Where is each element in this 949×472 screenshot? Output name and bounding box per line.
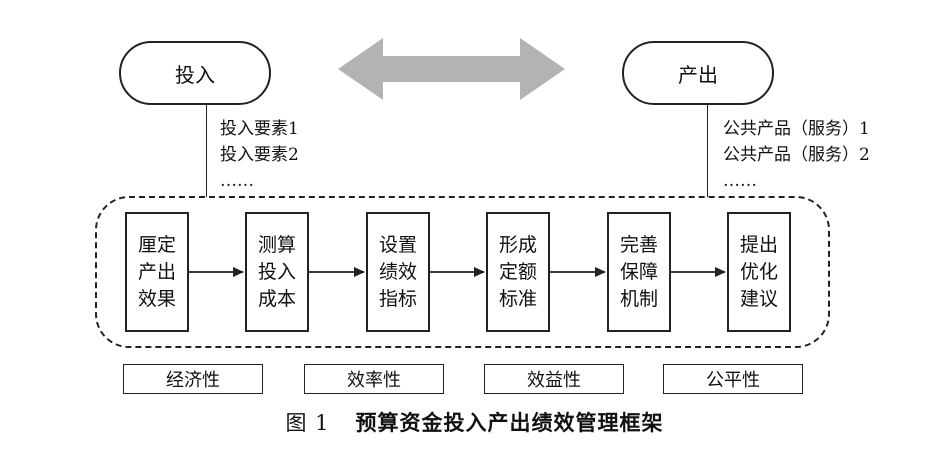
output-node: 产出 — [622, 41, 774, 105]
dimension-tag: 效益性 — [484, 364, 624, 394]
step-box: 设置绩效指标 — [366, 212, 430, 332]
output-connector-line — [707, 104, 708, 197]
input-node: 投入 — [119, 41, 271, 105]
figure-number: 图 1 — [285, 411, 330, 435]
dimension-label: 经济性 — [166, 370, 220, 391]
input-connector-line — [206, 104, 207, 197]
output-items-list: 公共产品（服务）1 公共产品（服务）2 …… — [723, 116, 870, 194]
output-node-label: 产出 — [678, 62, 718, 87]
step-label: 形成定额标准 — [498, 233, 537, 310]
process-container — [95, 196, 830, 348]
double-arrow-icon — [338, 38, 565, 100]
output-item: 公共产品（服务）1 — [723, 119, 870, 139]
step-label: 提出优化建议 — [739, 233, 778, 310]
step-box: 完善保障机制 — [607, 212, 671, 332]
step-box: 提出优化建议 — [727, 212, 791, 332]
dimension-tag: 公平性 — [663, 364, 803, 394]
input-item: …… — [220, 171, 254, 191]
step-box: 形成定额标准 — [486, 212, 550, 332]
dimension-tag: 效率性 — [304, 364, 444, 394]
step-box: 厘定产出效果 — [125, 212, 189, 332]
step-box: 测算投入成本 — [245, 212, 309, 332]
input-items-list: 投入要素1 投入要素2 …… — [220, 116, 299, 194]
dimension-label: 效益性 — [527, 370, 581, 391]
dimension-label: 效率性 — [347, 370, 401, 391]
input-item: 投入要素1 — [220, 119, 299, 139]
input-node-label: 投入 — [175, 62, 215, 87]
dimension-label: 公平性 — [706, 370, 760, 391]
step-label: 厘定产出效果 — [137, 233, 176, 310]
step-label: 完善保障机制 — [619, 233, 658, 310]
step-label: 测算投入成本 — [257, 233, 296, 310]
output-item: …… — [723, 171, 757, 191]
output-item: 公共产品（服务）2 — [723, 145, 870, 165]
input-item: 投入要素2 — [220, 145, 299, 165]
step-label: 设置绩效指标 — [378, 233, 417, 310]
figure-title: 预算资金投入产出绩效管理框架 — [355, 410, 664, 435]
figure-caption: 图 1 预算资金投入产出绩效管理框架 — [0, 407, 949, 437]
dimension-tag: 经济性 — [123, 364, 263, 394]
